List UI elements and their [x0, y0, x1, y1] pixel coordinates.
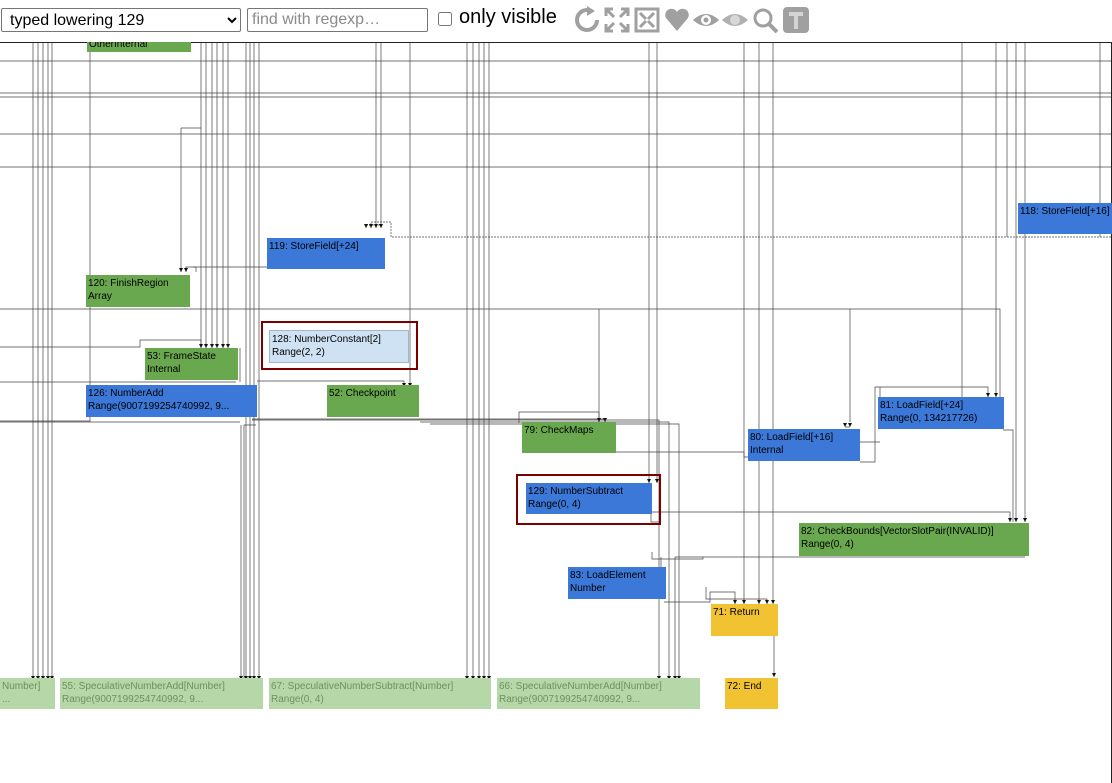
phase-select[interactable]: typed lowering 129	[1, 8, 241, 32]
edge-arrowhead	[647, 479, 651, 483]
edge-arrowhead	[771, 600, 775, 604]
edge-arrowhead	[1014, 518, 1018, 522]
edge-arrowhead	[655, 479, 659, 483]
edge-arrowhead	[204, 344, 208, 348]
node-label: 126: NumberAdd	[88, 388, 164, 399]
graph-edges	[0, 42, 1112, 680]
edge-arrowhead	[733, 600, 737, 604]
edge-arrowhead	[369, 224, 373, 228]
node-type: Range(9007199254740992, 9...	[499, 694, 641, 705]
edge-arrowhead	[1008, 518, 1012, 522]
node-label: 82: CheckBounds[VectorSlotPair(INVALID)]	[801, 526, 994, 537]
edge-arrowhead	[986, 393, 990, 397]
edge-arrowhead	[374, 224, 378, 228]
collapse-icon[interactable]	[633, 6, 661, 34]
reload-icon[interactable]	[573, 6, 601, 34]
edge-arrowhead	[364, 224, 368, 228]
heart-icon[interactable]	[663, 6, 691, 34]
edge-arrowhead	[772, 673, 776, 677]
node-128-numberconstant[interactable]: 128: NumberConstant[2] Range(2, 2)	[269, 330, 409, 363]
edge-arrowhead	[210, 344, 214, 348]
node-80-loadfield[interactable]: 80: LoadField[+16] Internal	[748, 429, 860, 461]
node-label: 83: LoadElement	[570, 570, 646, 581]
node-type: Range(0, 4)	[528, 499, 581, 510]
edge-arrowhead	[597, 418, 601, 422]
edge-arrowhead	[184, 268, 188, 272]
node-type: Range(9007199254740992, 9...	[62, 694, 204, 705]
node-type: Array	[88, 291, 112, 302]
node-label: 72: End	[727, 681, 762, 692]
node-type: ...	[2, 694, 11, 705]
edge-arrowhead	[848, 423, 852, 427]
node-type: Number	[570, 583, 606, 594]
graph-canvas[interactable]: OtherInternal 118: StoreField[+16] 119: …	[0, 42, 1112, 783]
edge-arrowhead	[742, 600, 746, 604]
node-dead-left[interactable]: Number] ...	[0, 678, 55, 709]
only-visible-checkbox[interactable]	[438, 12, 452, 26]
edge-arrowhead	[379, 224, 383, 228]
node-81-loadfield[interactable]: 81: LoadField[+24] Range(0, 134217726)	[878, 397, 1004, 429]
search-zoom-icon[interactable]	[751, 6, 779, 34]
node-129-numbersubtract[interactable]: 129: NumberSubtract Range(0, 4)	[526, 483, 652, 514]
node-label: 67: SpeculativeNumberSubtract[Number]	[271, 681, 454, 692]
edge-arrowhead	[843, 423, 847, 427]
node-71-return[interactable]: 71: Return	[711, 604, 778, 636]
node-118-storefield[interactable]: 118: StoreField[+16]	[1018, 203, 1112, 234]
node-label: 80: LoadField[+16]	[750, 432, 834, 443]
node-type: Range(0, 4)	[271, 694, 324, 705]
edge-arrowhead	[199, 344, 203, 348]
node-type: Internal	[750, 445, 784, 456]
node-label: 79: CheckMaps	[524, 425, 594, 436]
graph-border	[0, 42, 1112, 43]
node-66-speculativenumberadd[interactable]: 66: SpeculativeNumberAdd[Number] Range(9…	[497, 678, 700, 709]
node-label: 52: Checkpoint	[329, 388, 396, 399]
node-72-end[interactable]: 72: End	[725, 678, 778, 709]
node-label: 71: Return	[713, 607, 760, 618]
edge-arrowhead	[226, 344, 230, 348]
node-label: Number]	[2, 681, 41, 692]
node-type: Range(0, 4)	[801, 539, 854, 550]
edge-arrowhead	[215, 344, 219, 348]
edge-arrowhead	[765, 600, 769, 604]
edge-arrowhead	[221, 344, 225, 348]
node-type: Range(0, 134217726)	[880, 413, 978, 424]
node-label: 81: LoadField[+24]	[880, 400, 964, 411]
node-55-speculativenumberadd[interactable]: 55: SpeculativeNumberAdd[Number] Range(9…	[60, 678, 263, 709]
edge-arrowhead	[179, 268, 183, 272]
toolbar: typed lowering 129 only visible	[0, 0, 1112, 42]
expand-all-icon[interactable]	[603, 6, 631, 34]
node-label: 53: FrameState	[147, 351, 216, 362]
node-label: 120: FinishRegion	[88, 278, 169, 289]
edge-arrowhead	[994, 393, 998, 397]
node-52-checkpoint[interactable]: 52: Checkpoint	[327, 385, 419, 417]
node-126-numberadd[interactable]: 126: NumberAdd Range(9007199254740992, 9…	[86, 385, 257, 417]
node-label: 128: NumberConstant[2]	[272, 334, 381, 345]
node-83-loadelement[interactable]: 83: LoadElement Number	[568, 567, 666, 599]
eye-hidden-icon[interactable]	[721, 6, 749, 34]
node-type: Internal	[147, 364, 181, 375]
node-79-checkmaps[interactable]: 79: CheckMaps	[522, 422, 616, 453]
node-label: 119: StoreField[+24]	[269, 241, 359, 252]
node-type: Range(9007199254740992, 9...	[88, 401, 230, 412]
node-label: OtherInternal	[89, 42, 148, 50]
node-label: 118: StoreField[+16]	[1020, 206, 1110, 217]
only-visible-label: only visible	[459, 6, 557, 28]
node-label: 129: NumberSubtract	[528, 486, 624, 497]
node-82-checkbounds[interactable]: 82: CheckBounds[VectorSlotPair(INVALID)]…	[799, 523, 1029, 556]
node-label: 55: SpeculativeNumberAdd[Number]	[62, 681, 225, 692]
edge-arrowhead	[757, 600, 761, 604]
node-other-internal[interactable]: OtherInternal	[87, 42, 191, 52]
node-67-speculativenumbersubtract[interactable]: 67: SpeculativeNumberSubtract[Number] Ra…	[269, 678, 491, 709]
edge-arrowhead	[603, 418, 607, 422]
edge-arrowhead	[1023, 518, 1027, 522]
node-119-storefield[interactable]: 119: StoreField[+24]	[267, 238, 385, 269]
toggle-types-icon[interactable]	[782, 6, 810, 34]
node-120-finishregion[interactable]: 120: FinishRegion Array	[86, 275, 190, 307]
node-label: 66: SpeculativeNumberAdd[Number]	[499, 681, 662, 692]
search-input[interactable]	[247, 8, 428, 32]
eye-icon[interactable]	[692, 6, 720, 34]
node-53-framestate[interactable]: 53: FrameState Internal	[145, 348, 238, 380]
node-type: Range(2, 2)	[272, 347, 325, 358]
